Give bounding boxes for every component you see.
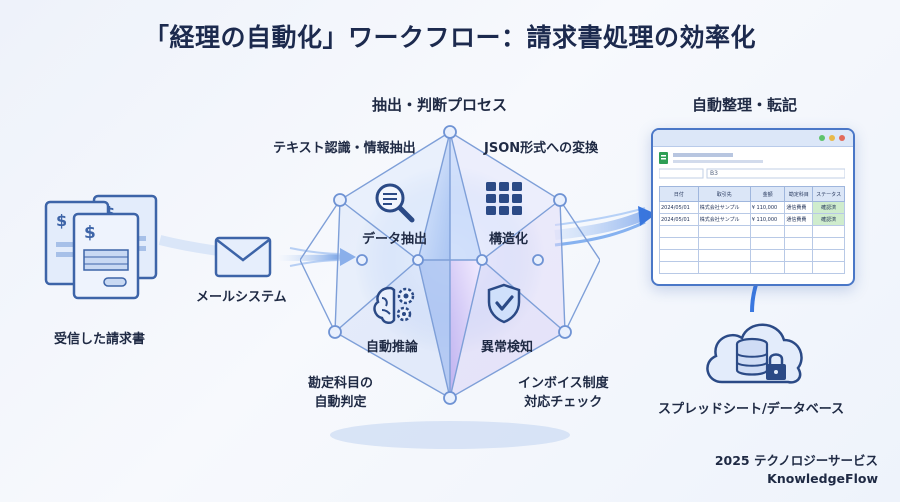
grid-blocks-icon — [486, 182, 522, 215]
table-header-row: 日付 取引先 金額 勘定科目 ステータス — [659, 186, 845, 202]
minimize-dot-icon — [829, 135, 835, 141]
table-row — [659, 225, 845, 238]
cloud-database-lock-icon — [706, 323, 803, 384]
json-conversion-label: JSON形式への変換 — [484, 141, 599, 156]
data-extraction-label: データ抽出 — [362, 232, 428, 247]
account-judgement-label: 勘定科目の 自動判定 — [308, 374, 373, 412]
maximize-dot-icon — [819, 135, 825, 141]
header-vendor: 取引先 — [697, 186, 751, 202]
envelope-icon — [214, 236, 272, 278]
svg-text:$: $ — [56, 211, 67, 230]
storage-label: スプレッドシート/データベース — [658, 402, 845, 417]
cell-reference: B3 — [710, 170, 718, 177]
cell-amount: ¥ 110,000 — [749, 201, 786, 214]
cell-amount: ¥ 110,000 — [749, 213, 786, 226]
page-title: 「経理の自動化」ワークフロー：請求書処理の効率化 — [143, 23, 756, 52]
spreadsheet-toolbar — [659, 152, 845, 179]
section-extraction-title: 抽出・判断プロセス — [372, 96, 508, 114]
invoice-check-line1: インボイス制度 — [518, 376, 609, 391]
brain-gears-icon — [373, 286, 415, 324]
magnifier-document-icon — [375, 183, 415, 223]
dollar-document-icon: $ $ $ — [44, 194, 158, 300]
account-judgement-line2: 自動判定 — [314, 395, 367, 410]
invoices-label: 受信した請求書 — [54, 332, 146, 347]
shield-check-icon — [487, 283, 521, 324]
account-judgement-line1: 勘定科目の — [308, 376, 374, 391]
spreadsheet-window: B3 日付 取引先 金額 勘定科目 ステータス 2024/05/01 株式会社サ… — [651, 128, 855, 286]
cell-date: 2024/05/01 — [659, 201, 699, 214]
cell-vendor: 株式会社サンプル — [697, 213, 751, 226]
footer-brand: KnowledgeFlow — [767, 471, 878, 486]
table-row — [659, 237, 845, 250]
table-row: 2024/05/01 株式会社サンプル ¥ 110,000 通信費費 確認済 — [659, 201, 845, 214]
section-organize-title: 自動整理・転記 — [692, 96, 798, 114]
cell-account: 通信費費 — [784, 213, 814, 226]
header-status: ステータス — [812, 186, 845, 202]
cell-vendor: 株式会社サンプル — [697, 201, 751, 214]
structuring-label: 構造化 — [489, 232, 529, 247]
window-titlebar — [653, 130, 853, 147]
invoice-check-label: インボイス制度 対応チェック — [518, 374, 609, 412]
auto-inference-label: 自動推論 — [366, 340, 419, 355]
processing-crystal — [300, 125, 600, 405]
table-row — [659, 249, 845, 262]
spreadsheet-table: 日付 取引先 金額 勘定科目 ステータス 2024/05/01 株式会社サンプル… — [659, 186, 845, 274]
close-dot-icon — [839, 135, 845, 141]
header-date: 日付 — [659, 186, 699, 202]
svg-text:$: $ — [104, 203, 115, 222]
footer: 2025 テクノロジーサービス KnowledgeFlow — [715, 452, 878, 488]
svg-text:$: $ — [84, 223, 96, 243]
status-badge: 確認済 — [812, 213, 845, 226]
invoice-check-line2: 対応チェック — [524, 395, 603, 410]
header-account: 勘定科目 — [784, 186, 814, 202]
table-row: 2024/05/01 株式会社サンプル ¥ 110,000 通信費費 確認済 — [659, 213, 845, 226]
text-recognition-label: テキスト認識・情報抽出 — [273, 141, 416, 156]
footer-company: 2025 テクノロジーサービス — [714, 453, 878, 468]
cell-account: 通信費費 — [784, 201, 814, 214]
table-row — [659, 261, 845, 274]
status-badge: 確認済 — [812, 201, 845, 214]
anomaly-detection-label: 異常検知 — [481, 340, 534, 355]
header-amount: 金額 — [749, 186, 786, 202]
mail-system-label: メールシステム — [196, 290, 287, 305]
cell-date: 2024/05/01 — [659, 213, 699, 226]
